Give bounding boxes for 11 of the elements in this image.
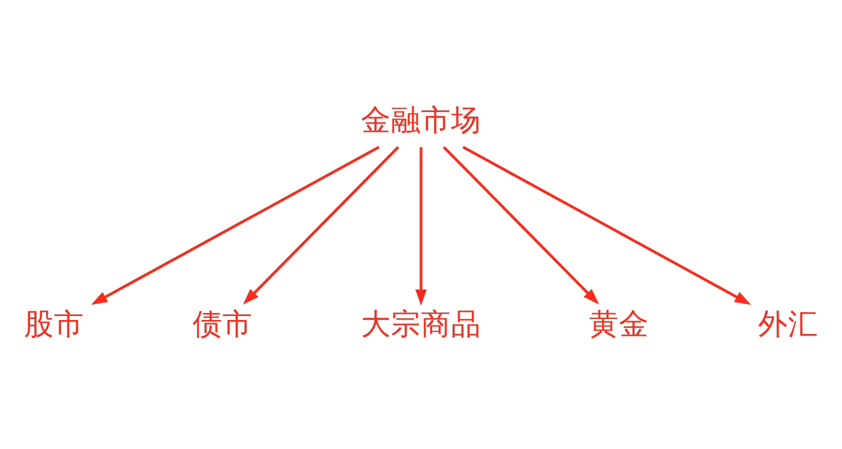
arrow	[91, 146, 380, 305]
arrow	[442, 146, 600, 304]
node-text: 大宗商品	[361, 306, 481, 341]
arrow	[462, 146, 751, 305]
node-text: 金融市场	[361, 102, 481, 138]
arrow	[242, 146, 400, 304]
node-text: 黄金	[589, 306, 650, 341]
node-text: 外汇	[758, 306, 818, 341]
node-text: 股市	[24, 306, 84, 341]
arrow	[415, 147, 427, 306]
node-text: 债市	[192, 306, 253, 341]
